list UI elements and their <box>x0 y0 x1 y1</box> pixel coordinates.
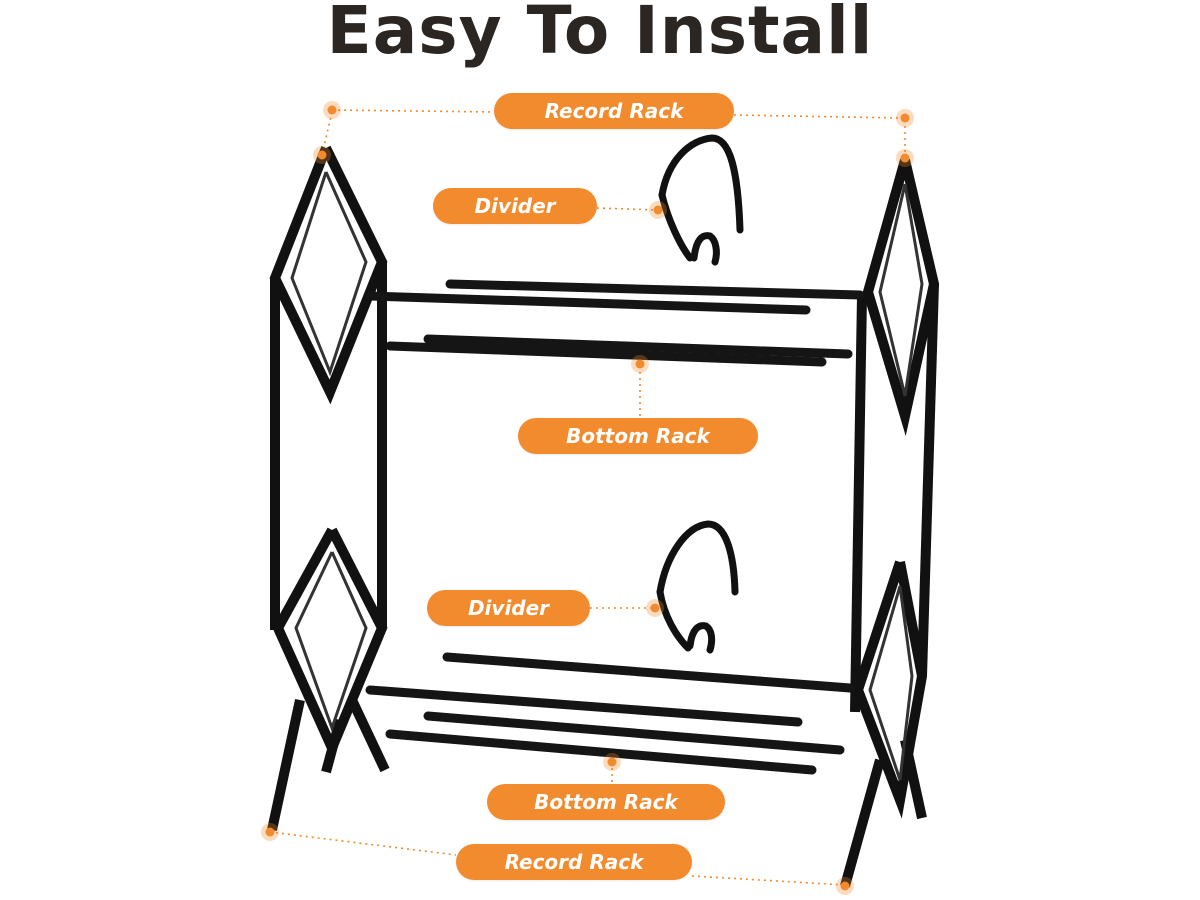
label-bottom-rack-bottom: Bottom Rack <box>487 784 725 820</box>
right-frame-upper-diamond <box>862 158 940 436</box>
leader-divider-top <box>596 207 658 211</box>
leader-record-top-right <box>733 114 903 119</box>
left-frame-upper-diamond <box>269 145 388 405</box>
lower-rod-1 <box>442 652 855 693</box>
dot-frame-top-left <box>313 146 331 164</box>
label-divider-top: Divider <box>433 188 597 224</box>
dot-record-top-right <box>896 109 914 127</box>
dot-bottom-rack-top <box>631 355 649 373</box>
page-title: Easy To Install <box>326 0 874 69</box>
dot-divider-bottom <box>646 599 664 617</box>
right-frame-rear-post <box>917 283 939 677</box>
lower-rod-4 <box>385 729 817 775</box>
left-frame-inner <box>290 171 368 733</box>
right-frame-inner <box>868 183 924 781</box>
upper-rod-3 <box>423 334 853 359</box>
lower-rod-3 <box>423 711 845 755</box>
dot-divider-top <box>649 201 667 219</box>
lower-rod-2 <box>365 685 803 727</box>
upper-rods <box>365 279 865 367</box>
leader-record-top-left <box>331 109 495 113</box>
leader-record-bottom-left <box>269 831 457 856</box>
dot-record-bottom-right <box>836 877 854 895</box>
upper-rod-4 <box>385 341 827 367</box>
right-frame-lower-diamond <box>852 560 928 819</box>
upper-rod-1 <box>445 279 865 300</box>
leader-lines <box>269 109 906 886</box>
left-frame-leg-a <box>267 698 305 832</box>
right-frame <box>840 158 940 888</box>
upper-rod-2 <box>365 291 811 315</box>
dot-frame-top-right <box>896 149 914 167</box>
label-bottom-rack-top: Bottom Rack <box>518 418 758 454</box>
leader-record-bottom-right <box>691 875 846 886</box>
dot-bottom-rack-bottom <box>603 753 621 771</box>
label-record-rack-top: Record Rack <box>494 93 734 129</box>
right-frame-leg-b <box>900 738 927 820</box>
left-frame-leg-b <box>347 697 390 773</box>
dot-record-top-left <box>323 101 341 119</box>
lower-rods <box>365 652 855 775</box>
divider-top-shape <box>658 134 744 266</box>
right-frame-leg-a <box>840 758 885 888</box>
callout-dots <box>261 101 914 895</box>
label-divider-bottom: Divider <box>427 590 590 626</box>
dot-record-bottom-left <box>261 823 279 841</box>
left-frame <box>267 145 390 832</box>
label-record-rack-bottom: Record Rack <box>456 844 692 880</box>
right-frame-front-post <box>850 295 867 713</box>
left-frame-leg-c <box>321 718 345 774</box>
divider-bottom-shape <box>656 520 739 654</box>
